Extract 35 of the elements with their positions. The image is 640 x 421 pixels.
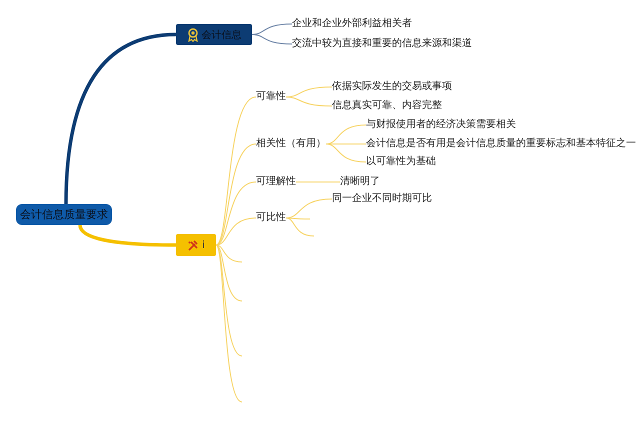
topic-label: 会计信息 [202, 28, 242, 42]
branch-line [216, 244, 242, 262]
branch-label: 可比性 [256, 211, 286, 225]
branch-label: 以可靠性为基础 [366, 155, 436, 169]
branch-label: 相关性（有用） [256, 137, 326, 151]
branch-label: 与财报使用者的经济决策需要相关 [366, 118, 516, 132]
topic-box [176, 24, 252, 45]
topic-box [176, 234, 216, 256]
branch-line [286, 218, 314, 236]
branch-label: 清晰明了 [340, 175, 380, 189]
branch-line [64, 32, 176, 204]
branch-line [326, 124, 366, 144]
branch-label: 企业和企业外部利益相关者 [292, 17, 412, 31]
topic-label: i [202, 240, 205, 250]
branch-label: 可靠性 [256, 90, 286, 104]
branch-label: 信息真实可靠、内容完整 [332, 99, 442, 113]
root-topic-box [16, 204, 112, 225]
topic-label: 会计信息质量要求 [20, 207, 108, 222]
branch-line [252, 34, 292, 44]
branch-line [326, 144, 366, 162]
branch-label: 依据实际发生的交易或事项 [332, 80, 452, 94]
branch-line [286, 218, 310, 220]
branch-line [216, 244, 242, 302]
branch-line [286, 198, 332, 218]
branch-line [216, 244, 242, 356]
branch-line [216, 244, 242, 402]
branch-label: 交流中较为直接和重要的信息来源和渠道 [292, 37, 472, 51]
branch-label: 同一企业不同时期可比 [332, 192, 432, 206]
branch-line [286, 96, 332, 106]
branch-line [216, 182, 256, 246]
branch-line [216, 96, 256, 246]
branch-label: 会计信息是否有用是会计信息质量的重要标志和基本特征之一 [366, 137, 636, 151]
branch-line [216, 144, 256, 246]
branch-line [216, 218, 256, 246]
branch-label: 可理解性 [256, 175, 296, 189]
